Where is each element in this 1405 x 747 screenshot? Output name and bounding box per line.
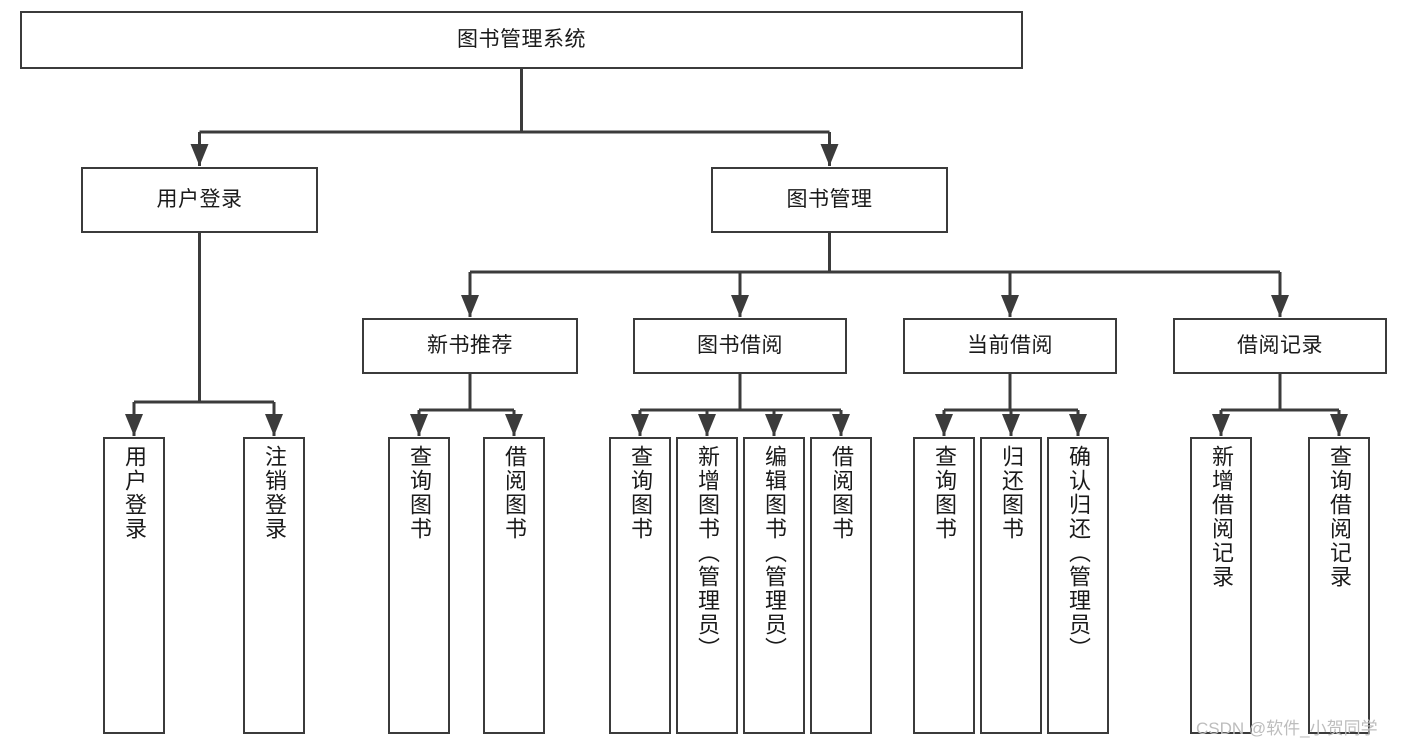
node-label: 归还图书 <box>999 445 1024 541</box>
watermark-label: CSDN @软件_小贺同学 <box>1196 719 1378 738</box>
node-leaf-cur-3[interactable]: 确认归还（管理员） <box>1047 437 1109 734</box>
arrow-head-leaf-bor-4 <box>832 414 850 436</box>
arrow-head-leaf-login-2 <box>265 414 283 436</box>
node-records[interactable]: 借阅记录 <box>1173 318 1387 374</box>
arrow-head-leaf-bor-1 <box>631 414 649 436</box>
node-label: 图书管理 <box>786 188 873 212</box>
node-leaf-bor-3[interactable]: 编辑图书（管理员） <box>743 437 805 734</box>
node-label: 查询图书 <box>407 445 432 541</box>
node-label: 借阅图书 <box>502 445 527 541</box>
arrow-head-leaf-rec-1 <box>1212 414 1230 436</box>
node-leaf-cur-2[interactable]: 归还图书 <box>980 437 1042 734</box>
arrow-head-current <box>1001 295 1019 317</box>
node-label: 查询图书 <box>628 445 653 541</box>
node-borrow[interactable]: 图书借阅 <box>633 318 847 374</box>
arrow-head-leaf-login-1 <box>125 414 143 436</box>
arrow-head-leaf-cur-3 <box>1069 414 1087 436</box>
arrow-head-bookmgmt <box>820 144 839 166</box>
node-newbook[interactable]: 新书推荐 <box>362 318 578 374</box>
arrow-head-records <box>1271 295 1289 317</box>
node-label: 借阅图书 <box>829 445 854 541</box>
node-leaf-cur-1[interactable]: 查询图书 <box>913 437 975 734</box>
node-label: 借阅记录 <box>1237 334 1323 358</box>
node-label: 查询图书 <box>932 445 957 541</box>
node-label: 编辑图书（管理员） <box>762 445 787 661</box>
node-label: 新书推荐 <box>427 334 513 358</box>
node-bookmgmt[interactable]: 图书管理 <box>711 167 948 233</box>
arrow-head-borrow <box>731 295 749 317</box>
node-label: 图书借阅 <box>697 334 783 358</box>
node-label: 新增图书（管理员） <box>695 445 720 661</box>
node-leaf-bor-1[interactable]: 查询图书 <box>609 437 671 734</box>
arrow-head-leaf-new-1 <box>410 414 428 436</box>
node-login[interactable]: 用户登录 <box>81 167 318 233</box>
node-leaf-new-2[interactable]: 借阅图书 <box>483 437 545 734</box>
arrow-head-login <box>190 144 209 166</box>
node-leaf-bor-2[interactable]: 新增图书（管理员） <box>676 437 738 734</box>
node-leaf-new-1[interactable]: 查询图书 <box>388 437 450 734</box>
node-leaf-rec-1[interactable]: 新增借阅记录 <box>1190 437 1252 734</box>
node-leaf-login-2[interactable]: 注销登录 <box>243 437 305 734</box>
node-label: 新增借阅记录 <box>1209 445 1234 589</box>
node-label: 确认归还（管理员） <box>1066 445 1091 661</box>
arrow-head-leaf-bor-3 <box>765 414 783 436</box>
arrow-head-leaf-cur-1 <box>935 414 953 436</box>
node-label: 用户登录 <box>156 188 243 212</box>
node-label: 当前借阅 <box>967 334 1053 358</box>
arrow-head-newbook <box>461 295 479 317</box>
node-label: 图书管理系统 <box>457 28 586 52</box>
node-leaf-login-1[interactable]: 用户登录 <box>103 437 165 734</box>
node-leaf-rec-2[interactable]: 查询借阅记录 <box>1308 437 1370 734</box>
node-label: 注销登录 <box>262 445 287 541</box>
arrow-head-leaf-new-2 <box>505 414 523 436</box>
node-root[interactable]: 图书管理系统 <box>20 11 1023 69</box>
node-leaf-bor-4[interactable]: 借阅图书 <box>810 437 872 734</box>
node-label: 查询借阅记录 <box>1327 445 1352 589</box>
arrow-head-leaf-rec-2 <box>1330 414 1348 436</box>
arrow-head-leaf-bor-2 <box>698 414 716 436</box>
node-current[interactable]: 当前借阅 <box>903 318 1117 374</box>
node-label: 用户登录 <box>122 445 147 541</box>
arrow-head-leaf-cur-2 <box>1002 414 1020 436</box>
